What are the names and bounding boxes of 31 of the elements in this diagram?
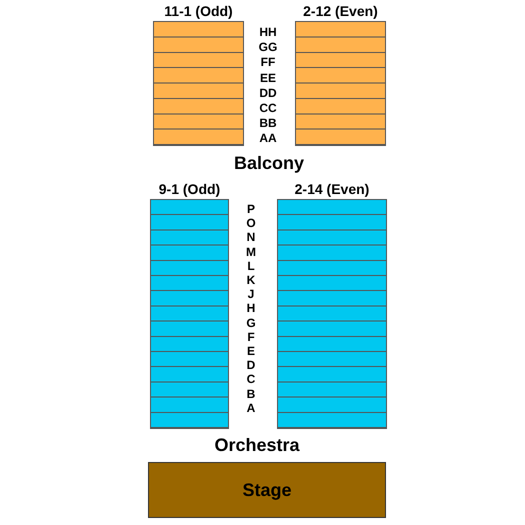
row-letter: C — [246, 373, 256, 386]
section-label: 11-1 (Odd) — [163, 3, 234, 19]
row-letter: J — [248, 288, 254, 302]
row-letter: A — [246, 402, 256, 415]
row-letter: B — [246, 388, 256, 401]
row-letter: DD — [259, 86, 277, 100]
row-letter: FF — [260, 56, 276, 70]
section-label: 2-14 (Even) — [294, 181, 370, 197]
row-letter: O — [246, 217, 256, 230]
row-letter: AA — [259, 132, 277, 146]
level-label: Orchestra — [214, 435, 300, 455]
row-letter: GG — [258, 41, 278, 54]
row-letter: K — [246, 274, 256, 287]
row-letter: EE — [260, 72, 276, 85]
row-letter: E — [247, 345, 255, 358]
row-letter: G — [246, 316, 256, 330]
section-label: 2-12 (Even) — [302, 3, 379, 19]
row-letter: N — [246, 231, 256, 244]
stage — [148, 462, 386, 518]
row-letter: BB — [259, 117, 277, 130]
row-letter: M — [246, 246, 256, 259]
row-letter: F — [247, 330, 255, 344]
row-letter: L — [247, 260, 255, 273]
stage-label: Stage — [242, 480, 292, 500]
row-letter: HH — [259, 26, 277, 39]
section-label: 9-1 (Odd) — [158, 181, 222, 197]
level-label: Balcony — [234, 153, 304, 173]
row-letter: D — [246, 359, 256, 372]
row-letter: CC — [259, 102, 277, 115]
row-letter: P — [247, 203, 255, 216]
row-letter: H — [246, 302, 256, 316]
